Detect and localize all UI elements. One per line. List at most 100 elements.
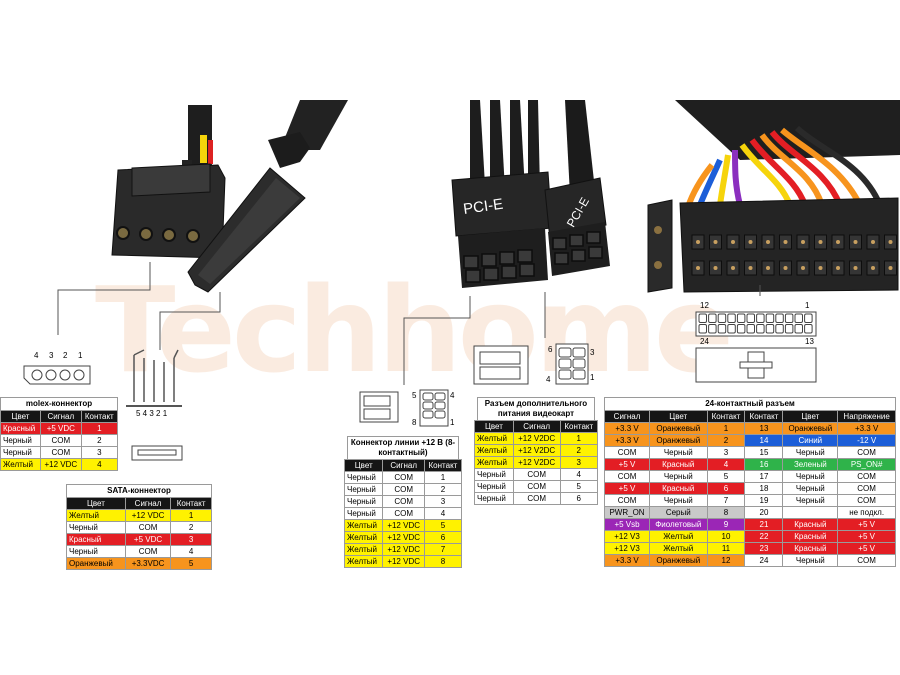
- sata-cell-signal: +5 VDC: [124, 533, 172, 546]
- atx-photo-pin-contact: [888, 240, 893, 244]
- sata-cell-pin: 2: [170, 521, 212, 534]
- atx24-connector-photo: [647, 100, 900, 293]
- eps8-cell-pin: 1: [423, 471, 463, 484]
- sata-cell-signal: +3.3VDC: [124, 557, 172, 570]
- atx24-header-color-2: Цвет: [782, 410, 839, 423]
- atx24-cell-s2: COM: [837, 494, 896, 507]
- pcie6-cell-pin: 4: [559, 468, 598, 481]
- pcie6-cell-pin: 2: [559, 444, 598, 457]
- eps8-cell-pin: 6: [423, 531, 463, 544]
- eps8-cell-pin: 8: [423, 555, 463, 568]
- atx24-cell-p1: 9: [706, 518, 746, 531]
- molex-pin-3: 3: [49, 351, 54, 360]
- atx24-cell-p1: 5: [706, 470, 746, 483]
- atx24-cell-c1: Желтый: [649, 530, 708, 543]
- atx24-cell-c2: Красный: [782, 530, 839, 543]
- pcie6-cell-signal: +12 V2DC: [512, 456, 561, 469]
- atx-pin-24: 24: [700, 337, 709, 346]
- atx24-header-pin: Контакт: [706, 410, 746, 423]
- atx-drawing-pin: [717, 324, 727, 334]
- atx-photo-pin-contact: [801, 240, 805, 244]
- eps8-cell-pin: 7: [423, 543, 463, 556]
- eps8-pin-8: 8: [412, 418, 417, 427]
- sata-table: SATA-коннектор Цвет Сигнал Контакт Желты…: [66, 484, 212, 570]
- atx-photo-pin-contact: [766, 266, 770, 270]
- atx24-cell-p2: 15: [744, 446, 784, 459]
- atx-drawing-pin: [698, 324, 707, 334]
- sata-cell-pin: 5: [170, 557, 212, 570]
- eps8-cell-color-name: Черный: [343, 495, 384, 508]
- atx-drawing-pin: [708, 313, 717, 323]
- atx-photo-pin-contact: [748, 266, 753, 270]
- atx24-cell-s1: +5 V: [603, 482, 651, 495]
- pcie6-pin-3: 3: [590, 348, 595, 357]
- atx24-cell-p2: 14: [744, 434, 784, 447]
- sata-cell-color-name: Желтый: [66, 509, 126, 522]
- atx24-cell-p2: 13: [744, 422, 784, 435]
- atx-photo-pin-contact: [783, 266, 788, 270]
- eps8-cell-signal: COM: [382, 507, 425, 520]
- sata-cell-signal: COM: [124, 521, 172, 534]
- atx24-cell-c2: Красный: [782, 542, 839, 555]
- sata-header-signal: Сигнал: [124, 497, 172, 510]
- atx24-cell-c1: Фиолетовый: [649, 518, 708, 531]
- eps8-cell-color-name: Желтый: [343, 519, 384, 532]
- atx24-cell-p2: 20: [744, 506, 784, 519]
- atx-drawing-pin: [794, 324, 803, 334]
- atx24-cell-s1: +5 Vsb: [603, 518, 651, 531]
- atx-pin-12: 12: [700, 301, 709, 310]
- atx-drawing-pin: [804, 324, 813, 334]
- sata-connector-photo: [187, 100, 348, 293]
- atx24-cell-p1: 4: [706, 458, 746, 471]
- atx24-cell-p1: 11: [706, 542, 746, 555]
- atx24-cell-s1: +3.3 V: [603, 554, 651, 567]
- pcie6-cell-pin: 1: [559, 432, 598, 445]
- molex-pinout-diagram: 4 3 2 1: [23, 351, 91, 385]
- atx-drawing-pin: [804, 313, 813, 323]
- sata-cell-color-name: Черный: [66, 545, 126, 558]
- pcie6-cell-pin: 5: [559, 480, 598, 493]
- atx24-cell-s1: +5 V: [603, 458, 651, 471]
- eps8-cell-color-name: Желтый: [343, 555, 384, 568]
- eps8-pinout-diagram: 5 4 8 1: [359, 389, 455, 427]
- atx24-cell-s1: COM: [603, 470, 651, 483]
- eps8-cell-color-name: Желтый: [343, 531, 384, 544]
- molex-cell-color-name: Красный: [0, 422, 42, 435]
- sata-cell-pin: 4: [170, 545, 212, 558]
- leader-lines: [57, 262, 761, 385]
- atx-drawing-pin: [717, 313, 727, 323]
- pcie-connector-photo: PCI-E PCI-E: [451, 100, 610, 288]
- sata-title: SATA-коннектор: [66, 484, 212, 497]
- eps8-cell-signal: COM: [382, 471, 425, 484]
- eps8-cell-signal: COM: [382, 495, 425, 508]
- molex-pin-4: 4: [34, 351, 39, 360]
- molex-cell-signal: COM: [40, 434, 82, 447]
- molex-cell-color-name: Желтый: [0, 458, 42, 471]
- atx24-cell-c1: Оранжевый: [649, 434, 708, 447]
- sata-pinout-diagram: 5 4 3 2 1: [126, 349, 183, 461]
- pcie6-title: Разъем дополнительного питания видеокарт: [477, 397, 595, 420]
- atx24-cell-p2: 18: [744, 482, 784, 495]
- molex-cell-signal: COM: [40, 446, 82, 459]
- atx-drawing-pin: [756, 324, 765, 334]
- atx24-cell-c2: Черный: [782, 446, 839, 459]
- atx24-cell-p1: 6: [706, 482, 746, 495]
- atx24-cell-s2: не подкл.: [837, 506, 896, 519]
- atx24-cell-c2: Красный: [782, 518, 839, 531]
